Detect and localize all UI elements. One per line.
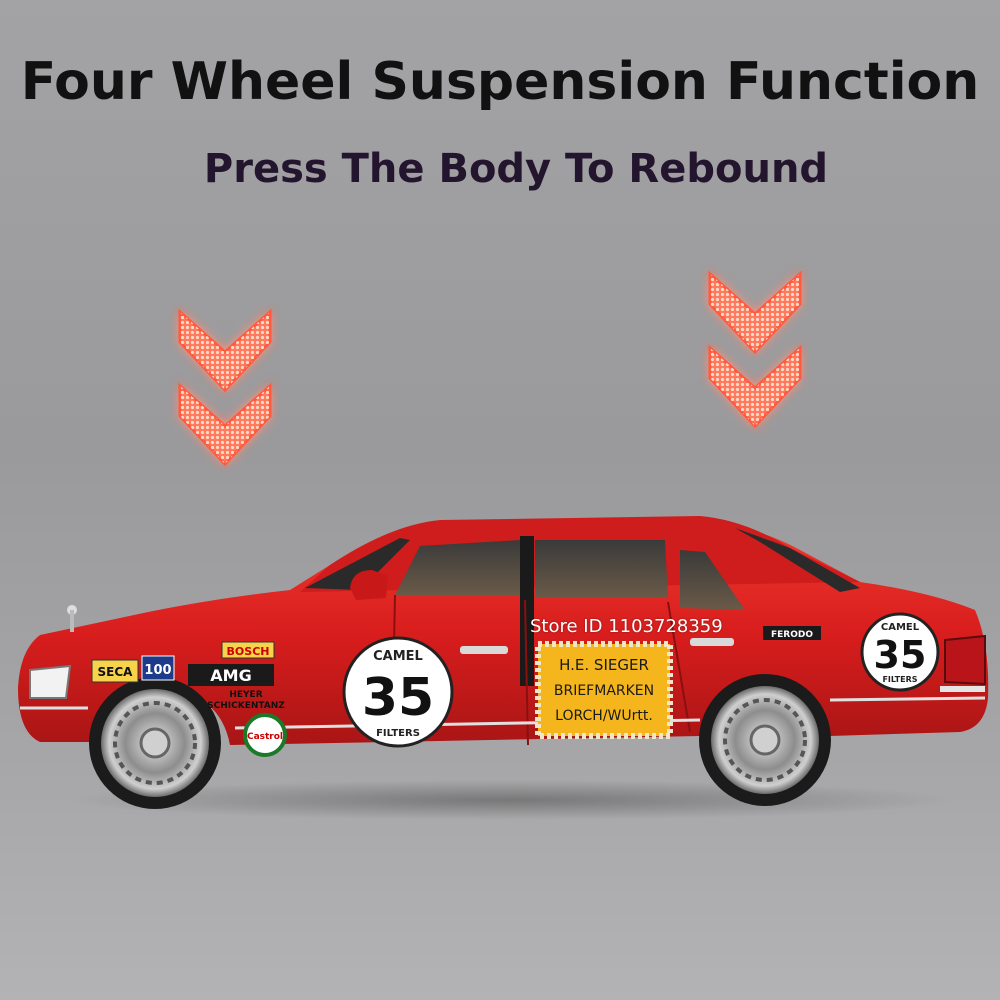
rear-wheel bbox=[699, 674, 831, 806]
double-chevron-down-icon-left bbox=[178, 308, 272, 467]
taillight bbox=[944, 634, 986, 686]
race-number-rear: 35 bbox=[874, 633, 927, 677]
sieger-line3: LORCH/WUrtt. bbox=[555, 708, 653, 724]
seca-decal: SECA bbox=[91, 659, 139, 683]
race-number: 35 bbox=[362, 668, 434, 728]
svg-text:AMG: AMG bbox=[210, 666, 251, 685]
front-door-handle bbox=[460, 646, 508, 654]
front-wheel bbox=[89, 677, 221, 809]
amg-decal: AMG bbox=[188, 664, 274, 686]
b-pillar bbox=[520, 536, 534, 686]
race-number-roundel-door: CAMEL 35 FILTERS bbox=[342, 636, 454, 748]
sieger-stamp-decal: H.E. SIEGER BRIEFMARKEN LORCH/WUrtt. bbox=[535, 641, 673, 739]
race-car-illustration: CAMEL 35 FILTERS CAMEL 35 FILTERS H.E. S… bbox=[18, 516, 989, 809]
double-chevron-down-icon-right bbox=[708, 270, 802, 429]
schickentanz-decal: SCHICKENTANZ bbox=[207, 701, 285, 711]
rear-door-handle bbox=[690, 638, 734, 646]
filters-label-rear: FILTERS bbox=[882, 675, 917, 684]
windshield bbox=[305, 538, 410, 590]
heyer-decal: HEYER bbox=[229, 690, 262, 700]
bosch-decal: BOSCH bbox=[221, 641, 275, 659]
svg-text:FERODO: FERODO bbox=[771, 630, 813, 640]
sieger-line1: H.E. SIEGER bbox=[559, 656, 649, 674]
svg-text:BOSCH: BOSCH bbox=[227, 645, 270, 658]
front-door-window bbox=[395, 540, 520, 595]
quarter-window bbox=[680, 550, 745, 610]
svg-text:100: 100 bbox=[144, 663, 171, 678]
sieger-line2: BRIEFMARKEN bbox=[554, 683, 654, 699]
rear-door-window bbox=[535, 540, 668, 598]
castrol-decal: Castrol bbox=[243, 713, 287, 757]
hundred-decal: 100 bbox=[141, 655, 175, 681]
headline-subtitle: Press The Body To Rebound bbox=[203, 146, 829, 192]
headline-title: Four Wheel Suspension Function bbox=[20, 52, 980, 112]
filters-label: FILTERS bbox=[376, 728, 420, 739]
svg-text:Castrol: Castrol bbox=[247, 732, 283, 742]
svg-text:SECA: SECA bbox=[98, 665, 134, 679]
rear-windshield bbox=[735, 528, 860, 592]
race-number-roundel-rear: CAMEL 35 FILTERS bbox=[860, 612, 940, 692]
camel-label: CAMEL bbox=[373, 649, 423, 664]
side-mirror bbox=[350, 570, 388, 600]
headlight bbox=[29, 664, 72, 699]
store-id-watermark: Store ID 1103728359 bbox=[530, 616, 723, 637]
ferodo-decal: FERODO bbox=[763, 626, 821, 640]
camel-label-rear: CAMEL bbox=[881, 622, 920, 633]
